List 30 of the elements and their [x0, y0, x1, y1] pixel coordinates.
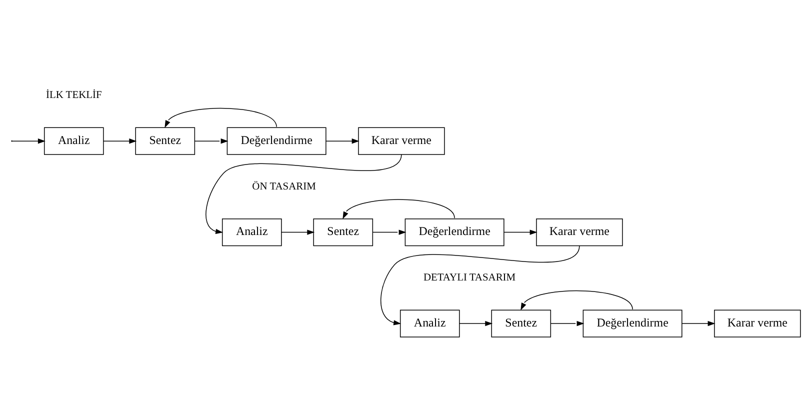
arrow	[206, 154, 402, 234]
arrow	[194, 138, 228, 144]
label: DETAYLI TASARIM	[423, 272, 516, 284]
node-box: Değerlendirme	[226, 126, 326, 154]
node-box: Analiz	[44, 126, 104, 154]
arrow	[281, 229, 315, 234]
arrow	[372, 229, 406, 234]
arrow	[459, 320, 493, 326]
label: ÖN TASARIM	[252, 180, 316, 192]
arrow	[326, 138, 360, 144]
arrow	[164, 107, 277, 128]
arrow	[504, 229, 538, 234]
node-box: Değerlendirme	[404, 218, 504, 246]
arrow	[520, 290, 633, 310]
node-box: Sentez	[313, 218, 374, 246]
node-box: Analiz	[400, 309, 460, 337]
arrow	[380, 244, 580, 325]
arrow	[342, 198, 455, 219]
node-box: Karar verme	[536, 218, 623, 246]
arrow	[103, 138, 137, 144]
arrow	[12, 138, 46, 144]
node-box: Değerlendirme	[582, 309, 682, 337]
label: İLK TEKLİF	[46, 90, 102, 101]
node-box: Karar verme	[714, 309, 801, 337]
node-box: Karar verme	[358, 126, 445, 154]
node-box: Analiz	[222, 218, 282, 246]
arrow	[682, 320, 716, 326]
node-box: Sentez	[135, 126, 196, 154]
arrow	[550, 320, 584, 326]
node-box: Sentez	[491, 309, 552, 337]
